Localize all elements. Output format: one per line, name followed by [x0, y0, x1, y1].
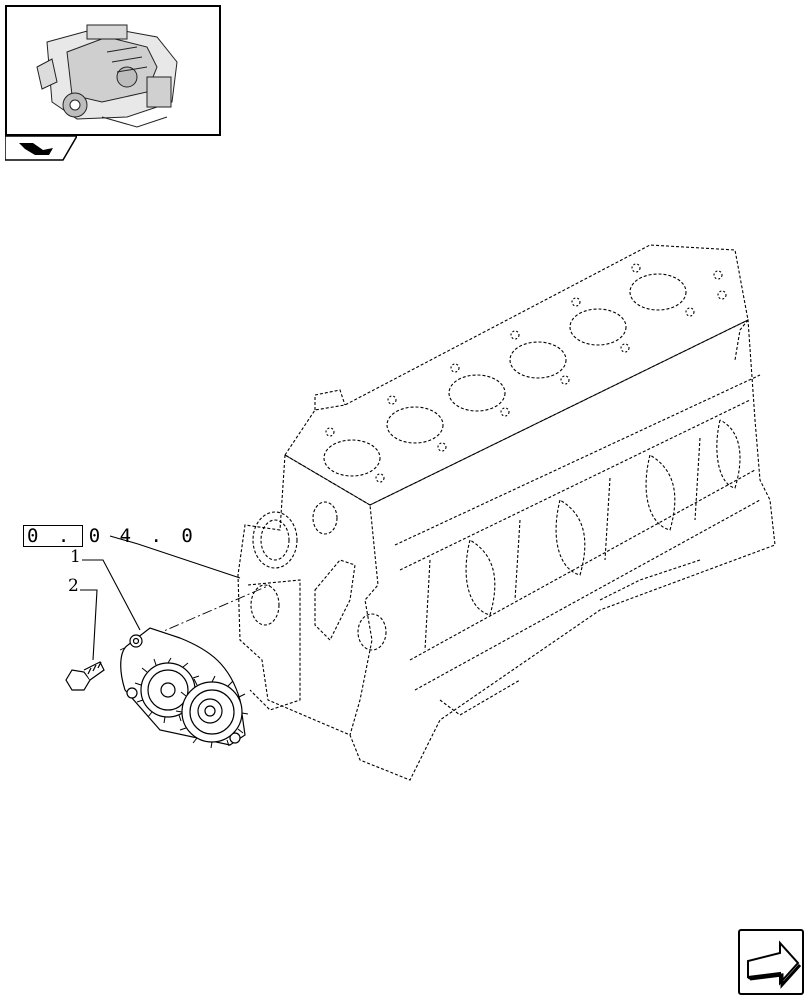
section-tab-icon: [4, 135, 79, 161]
section-tab[interactable]: [4, 135, 79, 166]
bolt-part[interactable]: [65, 661, 105, 691]
callout-2[interactable]: 2: [68, 576, 79, 596]
engine-thumbnail[interactable]: [5, 5, 221, 136]
next-page-arrow-icon: [747, 940, 802, 989]
callout-1[interactable]: 1: [70, 547, 81, 567]
engine-thumbnail-icon: [36, 24, 178, 128]
oil-pump-part[interactable]: [120, 627, 249, 749]
reference-code-box: [23, 525, 83, 547]
reference-code[interactable]: 0 . 0 4 . 0: [27, 525, 197, 547]
next-page-button[interactable]: [738, 929, 804, 995]
leader-lines: [80, 535, 241, 661]
engine-block-phantom-outline: [237, 244, 776, 781]
